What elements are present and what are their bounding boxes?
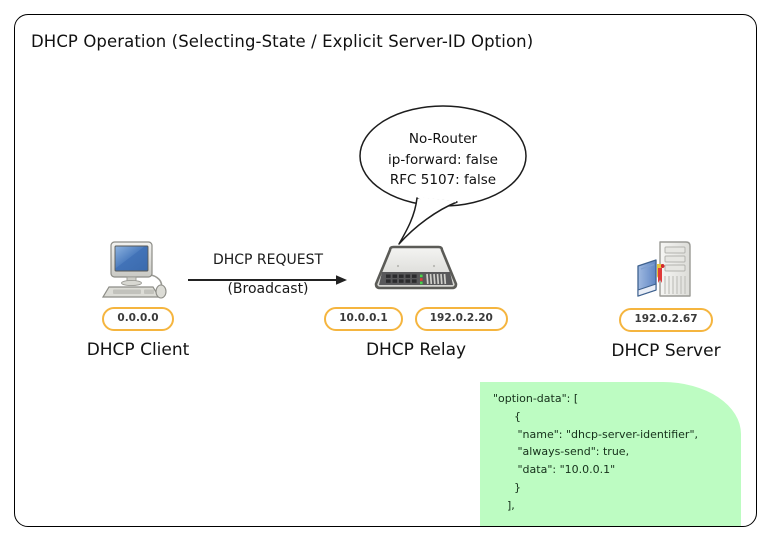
flow-label-bottom: (Broadcast) xyxy=(227,281,309,297)
client-ip-badges: 0.0.0.0 xyxy=(64,307,212,331)
node-label-relay: DHCP Relay xyxy=(365,339,467,360)
node-dhcp-server: 192.0.2.67 DHCP Server xyxy=(592,238,740,361)
diagram-frame xyxy=(14,14,757,527)
speech-bubble-text: No-Router ip-forward: false RFC 5107: fa… xyxy=(345,129,541,191)
code-callout-text: "option-data": [ { "name": "dhcp-server-… xyxy=(493,392,699,512)
ip-badge: 10.0.0.1 xyxy=(324,307,403,331)
diagram-title: DHCP Operation (Selecting-State / Explic… xyxy=(31,32,534,51)
bubble-line-3: RFC 5107: false xyxy=(389,172,497,189)
flow-label-top: DHCP REQUEST xyxy=(212,252,324,268)
node-label-client: DHCP Client xyxy=(86,339,190,360)
ip-badge: 0.0.0.0 xyxy=(102,307,174,331)
code-callout: "option-data": [ { "name": "dhcp-server-… xyxy=(480,382,741,526)
speech-bubble: No-Router ip-forward: false RFC 5107: fa… xyxy=(345,98,545,250)
server-ip-badges: 192.0.2.67 xyxy=(592,308,740,332)
node-dhcp-client: 0.0.0.0 DHCP Client xyxy=(64,240,212,360)
desktop-computer-icon xyxy=(101,240,175,300)
flow-arrow-icon xyxy=(188,271,348,285)
ip-badge: 192.0.2.67 xyxy=(619,308,713,332)
node-label-server: DHCP Server xyxy=(611,340,721,361)
ip-badge: 192.0.2.20 xyxy=(414,307,508,331)
server-tower-icon xyxy=(630,238,702,302)
bubble-line-1: No-Router xyxy=(408,131,478,147)
node-dhcp-relay: 10.0.0.1 192.0.2.20 DHCP Relay xyxy=(324,244,508,360)
bubble-line-2: ip-forward: false xyxy=(388,151,498,168)
network-switch-icon xyxy=(370,244,462,294)
relay-ip-badges: 10.0.0.1 192.0.2.20 xyxy=(324,307,508,331)
speech-bubble-shape xyxy=(359,105,527,245)
